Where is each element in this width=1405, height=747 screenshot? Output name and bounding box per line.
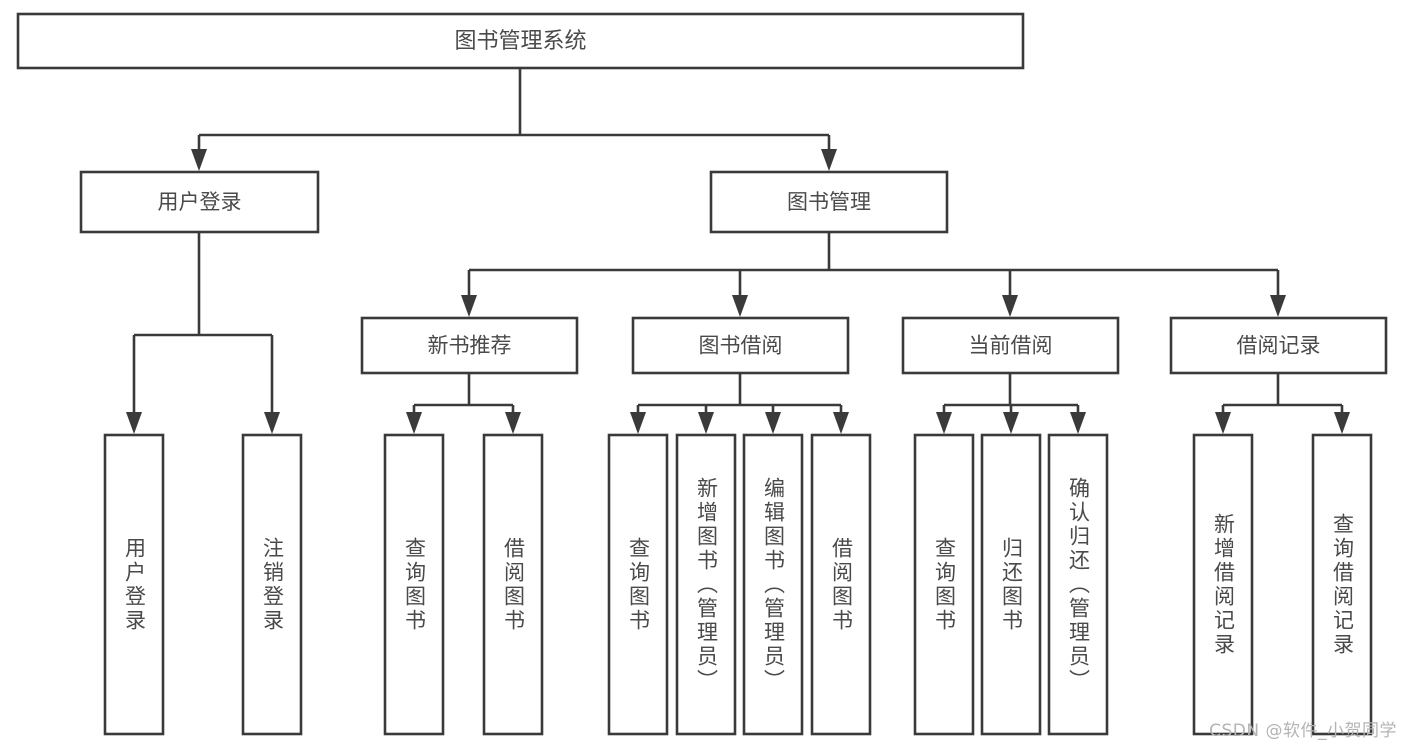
arrow-head	[630, 412, 646, 434]
node-book-management[interactable]: 图书管理	[709, 170, 949, 234]
node-box-leaf-add-book-admin[interactable]	[675, 433, 737, 736]
arrow-head	[698, 412, 714, 434]
node-leaf-logout[interactable]	[241, 433, 303, 736]
node-box-borrow-records[interactable]	[1169, 316, 1388, 375]
node-box-leaf-query-book-current[interactable]	[913, 433, 975, 736]
node-leaf-return-book[interactable]	[980, 433, 1042, 736]
arrow-head	[936, 412, 952, 434]
node-label-borrow-records: 借阅记录	[1237, 334, 1321, 358]
node-leaf-query-book[interactable]	[607, 433, 669, 736]
arrow-head	[765, 412, 781, 434]
node-box-book-borrow[interactable]	[631, 316, 850, 375]
node-box-leaf-query-book[interactable]	[607, 433, 669, 736]
arrow-head	[732, 295, 748, 317]
node-box-current-borrow[interactable]	[901, 316, 1120, 375]
arrow-head	[1215, 412, 1231, 434]
node-box-leaf-edit-book-admin[interactable]	[742, 433, 804, 736]
node-label-root: 图书管理系统	[454, 29, 586, 54]
arrow-head	[1002, 295, 1018, 317]
node-box-new-book-recommend[interactable]	[360, 316, 579, 375]
node-box-root[interactable]	[16, 12, 1025, 70]
arrow-head	[461, 295, 477, 317]
arrow-head	[191, 149, 207, 171]
node-user-login[interactable]: 用户登录	[79, 170, 320, 234]
node-box-leaf-return-book[interactable]	[980, 433, 1042, 736]
arrow-head	[1070, 412, 1086, 434]
arrow-head	[833, 412, 849, 434]
arrow-head	[821, 149, 837, 171]
csdn-watermark: CSDN @软件_小贺同学	[1209, 721, 1397, 741]
node-leaf-add-borrow-record[interactable]	[1192, 433, 1254, 736]
node-label-current-borrow: 当前借阅	[969, 334, 1053, 358]
connector-edges-layer	[126, 68, 1350, 434]
node-leaf-edit-book-admin[interactable]	[742, 433, 804, 736]
node-label-book-management: 图书管理	[787, 190, 871, 214]
node-box-leaf-add-borrow-record[interactable]	[1192, 433, 1254, 736]
node-leaf-borrow-book-recommend[interactable]	[482, 433, 544, 736]
node-box-book-management[interactable]	[709, 170, 949, 234]
arrow-head	[505, 412, 521, 434]
node-new-book-recommend[interactable]: 新书推荐	[360, 316, 579, 375]
arrow-head	[264, 412, 280, 434]
arrow-head	[1334, 412, 1350, 434]
node-box-leaf-user-login[interactable]	[103, 433, 165, 736]
node-label-book-borrow: 图书借阅	[699, 334, 783, 358]
node-leaf-query-book-recommend[interactable]	[383, 433, 445, 736]
node-root[interactable]: 图书管理系统	[16, 12, 1025, 70]
node-leaf-query-book-current[interactable]	[913, 433, 975, 736]
node-box-user-login[interactable]	[79, 170, 320, 234]
node-current-borrow[interactable]: 当前借阅	[901, 316, 1120, 375]
node-box-leaf-query-book-recommend[interactable]	[383, 433, 445, 736]
node-leaf-add-book-admin[interactable]	[675, 433, 737, 736]
node-box-leaf-query-borrow-record[interactable]	[1311, 433, 1373, 736]
node-box-leaf-confirm-return-admin[interactable]	[1047, 433, 1109, 736]
node-label-user-login: 用户登录	[158, 190, 242, 214]
node-label-new-book-recommend: 新书推荐	[428, 334, 512, 358]
node-borrow-records[interactable]: 借阅记录	[1169, 316, 1388, 375]
node-leaf-user-login[interactable]	[103, 433, 165, 736]
arrow-head	[406, 412, 422, 434]
node-book-borrow[interactable]: 图书借阅	[631, 316, 850, 375]
node-box-leaf-borrow-book[interactable]	[810, 433, 872, 736]
node-leaf-query-borrow-record[interactable]	[1311, 433, 1373, 736]
node-leaf-borrow-book[interactable]	[810, 433, 872, 736]
arrow-head	[126, 412, 142, 434]
arrow-head	[1003, 412, 1019, 434]
node-leaf-confirm-return-admin[interactable]	[1047, 433, 1109, 736]
arrow-head	[1270, 295, 1286, 317]
node-box-leaf-logout[interactable]	[241, 433, 303, 736]
node-box-leaf-borrow-book-recommend[interactable]	[482, 433, 544, 736]
